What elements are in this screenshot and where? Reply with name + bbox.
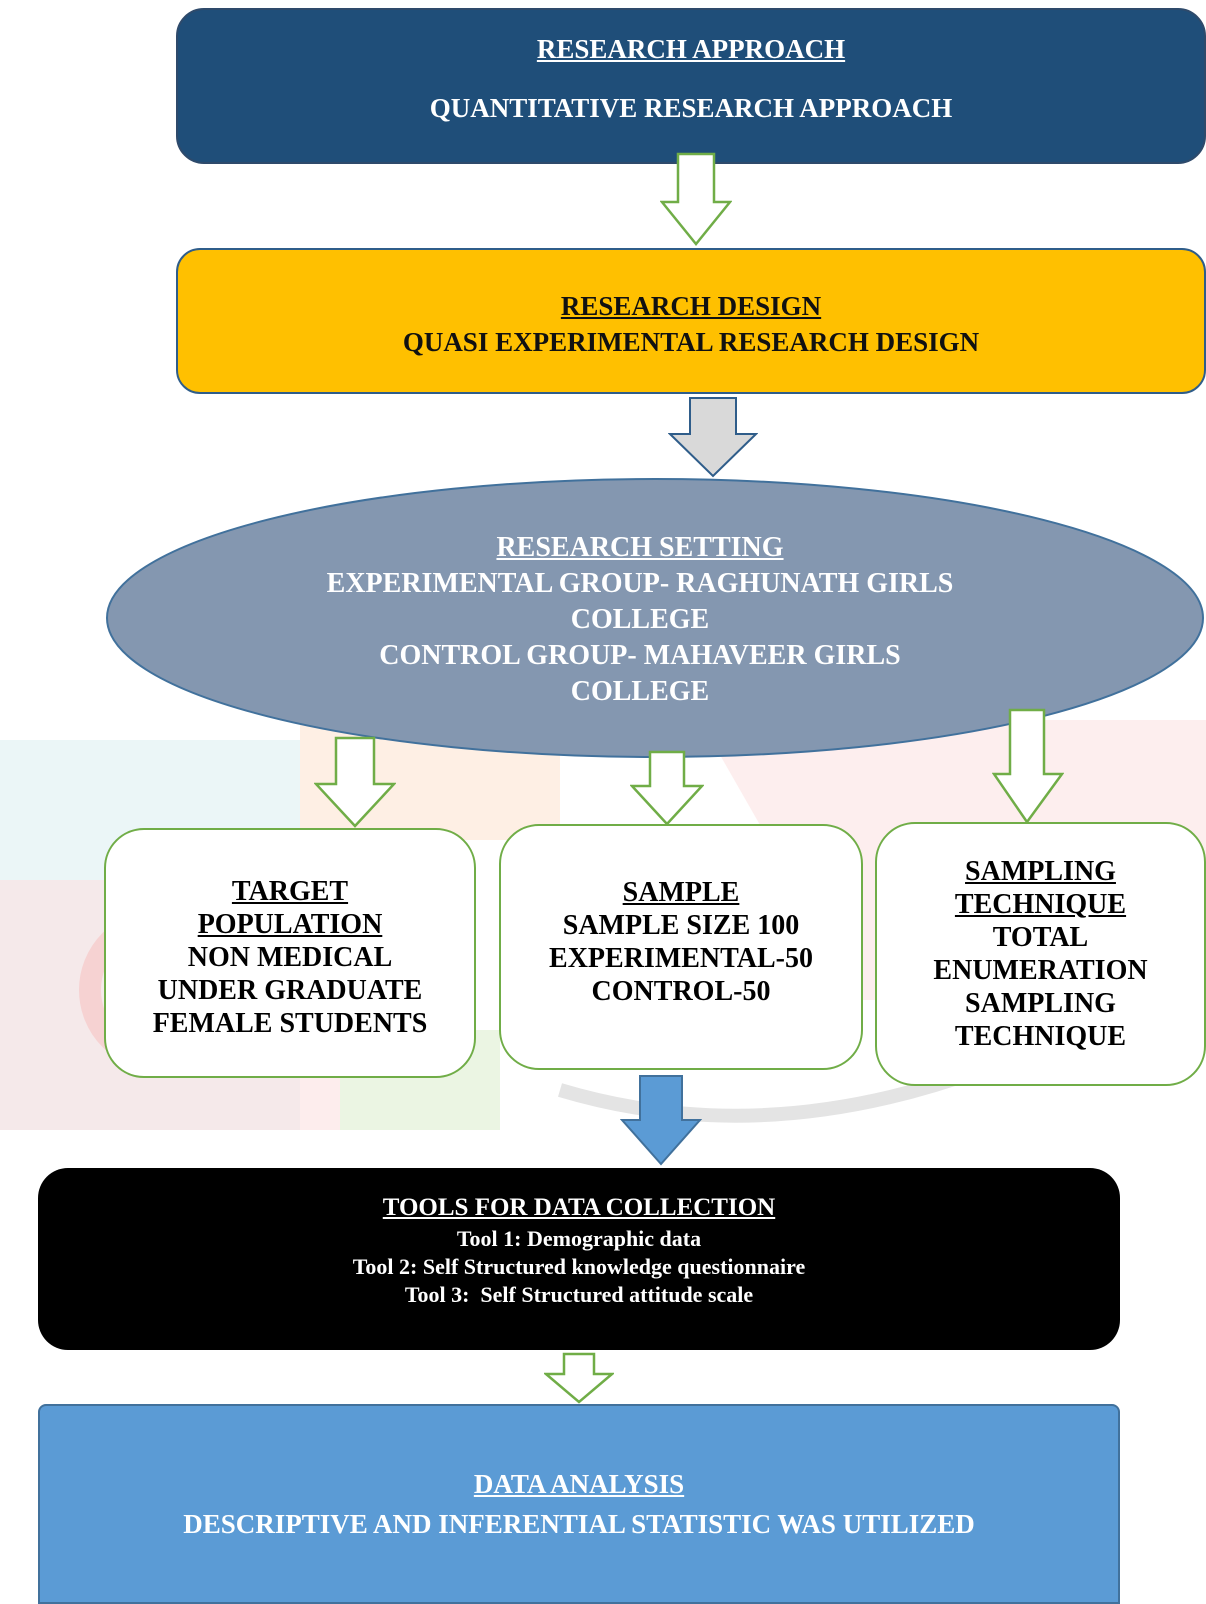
research-setting-line: CONTROL GROUP- MAHAVEER GIRLS bbox=[379, 640, 901, 671]
research-setting-line: COLLEGE bbox=[570, 676, 710, 707]
sampling-technique-line: ENUMERATION bbox=[933, 955, 1148, 986]
tool-item: Tool 1: Demographic data bbox=[456, 1226, 702, 1251]
sample-box: SAMPLE SAMPLE SIZE 100 EXPERIMENTAL-50 C… bbox=[499, 824, 863, 1070]
sampling-technique-line: SAMPLING bbox=[965, 988, 1116, 1019]
target-population-line: FEMALE STUDENTS bbox=[152, 1007, 428, 1039]
tool-item: Tool 3: Self Structured attitude scale bbox=[404, 1282, 754, 1307]
research-approach-box: RESEARCH APPROACH QUANTITATIVE RESEARCH … bbox=[176, 8, 1206, 164]
sampling-technique-box: SAMPLING TECHNIQUE TOTAL ENUMERATION SAM… bbox=[875, 822, 1206, 1086]
research-design-heading: RESEARCH DESIGN bbox=[560, 291, 822, 321]
target-population-heading: TARGET bbox=[231, 875, 349, 907]
sampling-technique-line: TECHNIQUE bbox=[954, 1021, 1127, 1052]
tool-item: Tool 2: Self Structured knowledge questi… bbox=[352, 1254, 806, 1279]
research-design-box: RESEARCH DESIGN QUASI EXPERIMENTAL RESEA… bbox=[176, 248, 1206, 394]
sample-line: CONTROL-50 bbox=[591, 976, 771, 1007]
data-analysis-heading: DATA ANALYSIS bbox=[473, 1469, 685, 1499]
sample-heading: SAMPLE bbox=[622, 877, 740, 908]
sampling-technique-line: TOTAL bbox=[992, 922, 1089, 953]
tools-for-data-collection-box: TOOLS FOR DATA COLLECTION Tool 1: Demogr… bbox=[38, 1168, 1120, 1350]
down-arrow-icon bbox=[660, 152, 732, 246]
sampling-technique-heading: TECHNIQUE bbox=[954, 889, 1127, 920]
down-arrow-icon bbox=[668, 397, 758, 478]
sample-line: EXPERIMENTAL-50 bbox=[549, 943, 813, 974]
data-analysis-box: DATA ANALYSIS DESCRIPTIVE AND INFERENTIA… bbox=[38, 1404, 1120, 1604]
research-approach-heading: RESEARCH APPROACH bbox=[536, 34, 846, 64]
target-population-line: UNDER GRADUATE bbox=[157, 974, 423, 1006]
down-arrow-icon bbox=[314, 736, 396, 828]
target-population-line: NON MEDICAL bbox=[187, 941, 393, 973]
data-analysis-text: DESCRIPTIVE AND INFERENTIAL STATISTIC WA… bbox=[183, 1509, 975, 1539]
down-arrow-icon bbox=[630, 750, 704, 826]
down-arrow-icon bbox=[620, 1075, 702, 1166]
research-design-text: QUASI EXPERIMENTAL RESEARCH DESIGN bbox=[402, 327, 980, 357]
research-setting-line: EXPERIMENTAL GROUP- RAGHUNATH GIRLS bbox=[326, 568, 954, 599]
research-setting-text: RESEARCH SETTING EXPERIMENTAL GROUP- RAG… bbox=[240, 530, 1040, 710]
sampling-technique-heading: SAMPLING bbox=[965, 856, 1116, 887]
sample-line: SAMPLE SIZE 100 bbox=[562, 910, 800, 941]
down-arrow-icon bbox=[992, 708, 1064, 824]
research-approach-text: QUANTITATIVE RESEARCH APPROACH bbox=[429, 93, 953, 123]
down-arrow-icon bbox=[544, 1352, 614, 1404]
research-setting-line: COLLEGE bbox=[570, 604, 710, 635]
target-population-heading: POPULATION bbox=[197, 908, 383, 940]
target-population-box: TARGET POPULATION NON MEDICAL UNDER GRAD… bbox=[104, 828, 476, 1078]
research-setting-heading: RESEARCH SETTING bbox=[496, 532, 784, 563]
tools-heading: TOOLS FOR DATA COLLECTION bbox=[382, 1194, 776, 1221]
